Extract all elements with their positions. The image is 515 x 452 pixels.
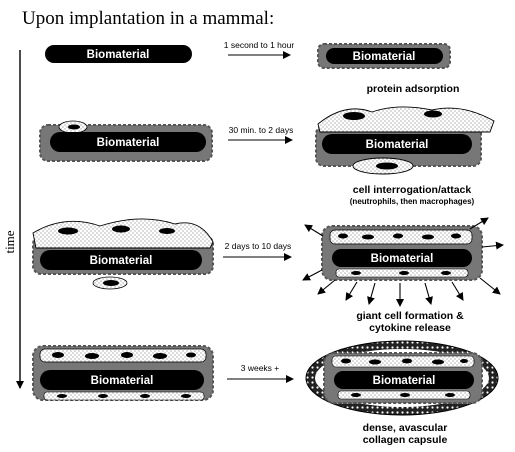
biomaterial-pill	[334, 371, 474, 389]
cell-nucleus	[112, 225, 130, 233]
cell-nucleus	[181, 394, 191, 398]
cytokine-arrow	[469, 217, 489, 230]
cell-nucleus	[98, 394, 108, 398]
cell-nucleus	[338, 233, 348, 239]
cytokine-arrow	[451, 281, 464, 301]
stage-4-time-arrow: 3 weeks +	[227, 363, 294, 383]
cell-nucleus	[402, 358, 412, 364]
cell-nucleus	[399, 271, 409, 275]
stage-3-caption-line-2: cytokine release	[369, 322, 451, 334]
biomaterial-pill	[332, 249, 472, 267]
cell-nucleus	[341, 358, 351, 364]
biomaterial-label: Biomaterial	[97, 137, 160, 149]
cell-nucleus	[376, 162, 398, 170]
cell-nucleus	[58, 227, 78, 235]
stage-3: Biomaterial 2 days to 10 days Biomateria…	[32, 217, 504, 334]
biomaterial-label: Biomaterial	[366, 139, 429, 151]
stage-4-time-label: 3 weeks +	[241, 363, 280, 373]
stage-1-before-implant: Biomaterial	[45, 45, 192, 63]
time-axis-label: time	[2, 230, 17, 253]
biomaterial-pill	[45, 45, 192, 63]
cell-nucleus	[140, 394, 150, 398]
biomaterial-label: Biomaterial	[91, 375, 154, 387]
biomaterial-label: Biomaterial	[353, 51, 416, 63]
cell-nucleus	[186, 352, 196, 358]
giant-cell-layer	[43, 391, 205, 401]
cell-nucleus	[445, 393, 455, 397]
stage-1-time-label: 1 second to 1 hour	[224, 40, 295, 50]
cell-nucleus	[343, 112, 365, 120]
biomaterial-pill	[322, 134, 472, 154]
cell-nucleus	[451, 233, 461, 239]
cytokine-arrow	[479, 277, 501, 295]
biomaterial-label: Biomaterial	[371, 253, 434, 265]
stage-2: Biomaterial 30 min. to 2 days Biomateria…	[39, 106, 495, 206]
cell-nucleus	[369, 359, 381, 365]
cell-nucleus	[432, 359, 444, 365]
cell-nucleus	[460, 359, 468, 363]
cytokine-arrow	[367, 282, 376, 305]
cytokine-arrow	[424, 282, 433, 305]
cell-nucleus	[159, 228, 175, 234]
biomaterial-label: Biomaterial	[373, 375, 436, 387]
biomaterial-pill	[326, 48, 443, 64]
cell-nucleus	[441, 271, 451, 275]
stage-2-time-label: 30 min. to 2 days	[229, 125, 294, 135]
cell-nucleus	[103, 280, 119, 286]
attacking-cells	[32, 218, 214, 249]
stage-4-before: Biomaterial	[32, 345, 214, 401]
diagram-title: Upon implantation in a mammal:	[22, 8, 274, 29]
cytokine-arrow	[345, 281, 358, 301]
cell-nucleus	[153, 353, 167, 359]
cytokine-arrow	[304, 224, 324, 237]
cell-nucleus	[393, 233, 403, 239]
cytokine-arrow	[317, 279, 336, 295]
stage-3-time-arrow: 2 days to 10 days	[223, 241, 292, 261]
cytokine-release-arrows	[302, 217, 504, 307]
attacking-cells	[317, 106, 495, 133]
stage-4-after: Biomaterial	[305, 340, 499, 416]
stage-1-after-implant: Biomaterial	[317, 43, 451, 69]
cytokine-arrow	[302, 269, 323, 281]
stage-2-caption: cell interrogation/attack	[353, 184, 472, 196]
cell-nucleus	[351, 271, 361, 275]
biomaterial-pill	[50, 132, 206, 152]
stage-3-time-label: 2 days to 10 days	[225, 241, 292, 251]
cell-nucleus	[57, 394, 67, 398]
stage-1: Biomaterial 1 second to 1 hour Biomateri…	[45, 40, 459, 95]
stage-2-before: Biomaterial	[39, 120, 213, 162]
cell-nucleus	[400, 393, 410, 397]
cell-nucleus	[52, 352, 64, 358]
stage-2-after: Biomaterial	[315, 106, 495, 175]
cell-nucleus	[68, 124, 80, 130]
cell-nucleus	[85, 353, 99, 359]
biomaterial-label: Biomaterial	[87, 49, 150, 61]
stage-3-caption-line-1: giant cell formation &	[356, 310, 464, 322]
time-axis: time	[2, 50, 24, 389]
cell-nucleus	[121, 352, 133, 358]
cell-nucleus	[362, 234, 374, 240]
stage-3-after: Biomaterial	[302, 217, 504, 307]
stage-4-caption-line-1: dense, avascular	[363, 422, 448, 434]
stage-3-before: Biomaterial	[32, 218, 214, 290]
stage-4-caption-line-2: collagen capsule	[363, 434, 448, 446]
stage-2-subcaption: (neutrophils, then macrophages)	[350, 197, 475, 206]
stage-4: Biomaterial 3 weeks + Biomaterial	[32, 340, 499, 446]
biomaterial-pill	[40, 370, 204, 390]
biomaterial-pill	[40, 250, 202, 270]
cell-nucleus	[351, 393, 361, 397]
stage-1-time-arrow: 1 second to 1 hour	[224, 40, 295, 59]
cell-nucleus	[424, 110, 442, 118]
stage-2-time-arrow: 30 min. to 2 days	[228, 125, 294, 144]
biomaterial-label: Biomaterial	[90, 255, 153, 267]
cell-nucleus	[422, 234, 434, 240]
cytokine-arrow	[481, 241, 504, 250]
stage-1-caption: protein adsorption	[367, 83, 460, 95]
